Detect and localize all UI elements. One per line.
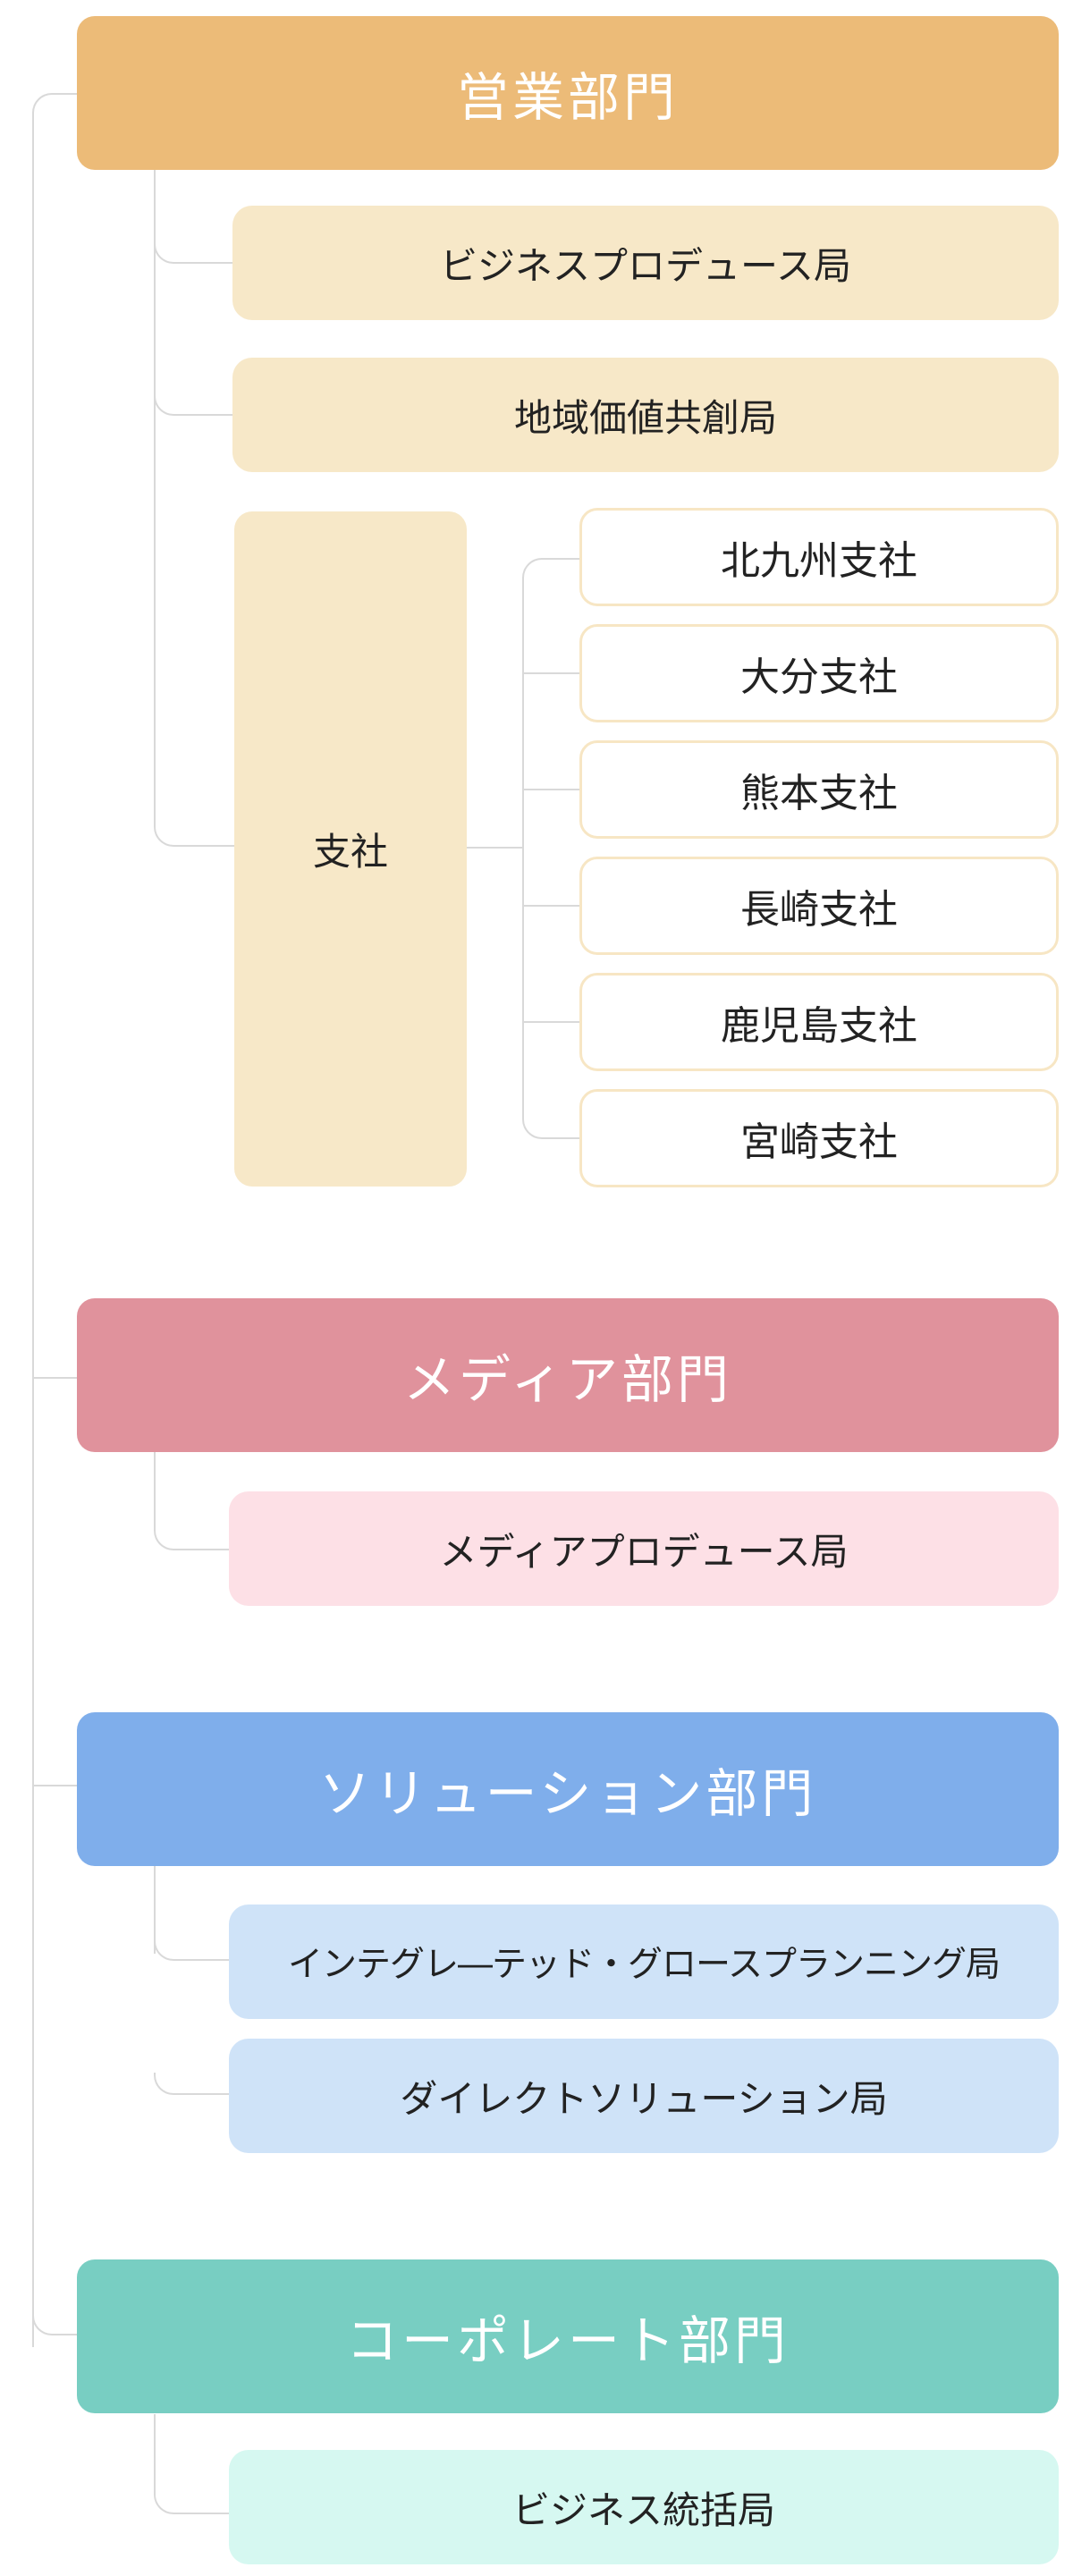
- branch-label: 熊本支社: [740, 771, 898, 816]
- dept-sales[interactable]: 営業部門: [77, 16, 1059, 170]
- sales-curve-3: [154, 824, 234, 847]
- sales-curve-2: [154, 393, 232, 416]
- solution-curve-2: [154, 2073, 231, 2095]
- branch-label: 長崎支社: [740, 887, 898, 933]
- dept-solution[interactable]: ソリューション部門: [77, 1712, 1059, 1866]
- media-curve: [154, 1450, 231, 1550]
- bureau-label: ビジネスプロデュース局: [440, 243, 851, 288]
- bureau-media-produce[interactable]: メディアプロデュース局: [229, 1491, 1059, 1606]
- branch-oita[interactable]: 大分支社: [579, 624, 1059, 722]
- dept-media-label: メディア部門: [403, 1349, 732, 1410]
- branch-stub-line: [467, 847, 524, 849]
- bureau-label: メディアプロデュース局: [439, 1529, 849, 1574]
- bureau-label: ダイレクトソリューション局: [400, 2076, 888, 2121]
- sales-curve-1: [154, 241, 232, 264]
- branch-group[interactable]: 支社: [234, 511, 467, 1187]
- branch-label: 鹿児島支社: [721, 1003, 917, 1049]
- branch-sub-spine: [522, 581, 524, 1118]
- corporate-curve: [154, 2414, 231, 2514]
- branch-label: 北九州支社: [721, 538, 917, 584]
- dept-media[interactable]: メディア部門: [77, 1298, 1059, 1452]
- bureau-business-admin[interactable]: ビジネス統括局: [229, 2450, 1059, 2564]
- branch-curve-top: [522, 558, 579, 583]
- branch-label: 大分支社: [740, 655, 898, 700]
- bureau-regional-value[interactable]: 地域価値共創局: [232, 358, 1059, 472]
- branch-kumamoto[interactable]: 熊本支社: [579, 740, 1059, 839]
- branch-group-label: 支社: [312, 830, 388, 874]
- sales-sub-spine: [154, 170, 156, 827]
- bureau-label: 地域価値共創局: [513, 395, 777, 440]
- solution-sub-spine: [154, 1864, 156, 1954]
- branch-tick-2: [524, 672, 579, 674]
- branch-kagoshima[interactable]: 鹿児島支社: [579, 973, 1059, 1071]
- branch-line-media: [32, 1377, 77, 1379]
- branch-nagasaki[interactable]: 長崎支社: [579, 857, 1059, 955]
- main-spine-bottom-curve: [32, 2314, 77, 2335]
- bureau-label: ビジネス統括局: [511, 2487, 775, 2532]
- main-spine-top-curve: [32, 93, 77, 114]
- bureau-integrated-growth[interactable]: インテグレ―テッド・グロースプランニング局: [229, 1905, 1059, 2019]
- branch-tick-4: [524, 905, 579, 907]
- dept-corporate[interactable]: コーポレート部門: [77, 2259, 1059, 2413]
- main-spine-line: [32, 112, 34, 2347]
- branch-tick-5: [524, 1021, 579, 1023]
- dept-corporate-label: コーポレート部門: [345, 2310, 790, 2371]
- dept-solution-label: ソリューション部門: [318, 1763, 817, 1824]
- branch-label: 宮崎支社: [740, 1119, 898, 1165]
- dept-sales-label: 営業部門: [456, 67, 679, 128]
- branch-miyazaki[interactable]: 宮崎支社: [579, 1089, 1059, 1187]
- bureau-business-produce[interactable]: ビジネスプロデュース局: [232, 206, 1059, 320]
- bureau-label: インテグレ―テッド・グロースプランニング局: [287, 1945, 1001, 1985]
- branch-line-solution: [32, 1785, 77, 1786]
- branch-kitakyushu[interactable]: 北九州支社: [579, 508, 1059, 606]
- bureau-direct-solution[interactable]: ダイレクトソリューション局: [229, 2039, 1059, 2153]
- solution-curve-1: [154, 1938, 231, 1961]
- branch-curve-bottom: [522, 1116, 579, 1139]
- branch-tick-3: [524, 789, 579, 790]
